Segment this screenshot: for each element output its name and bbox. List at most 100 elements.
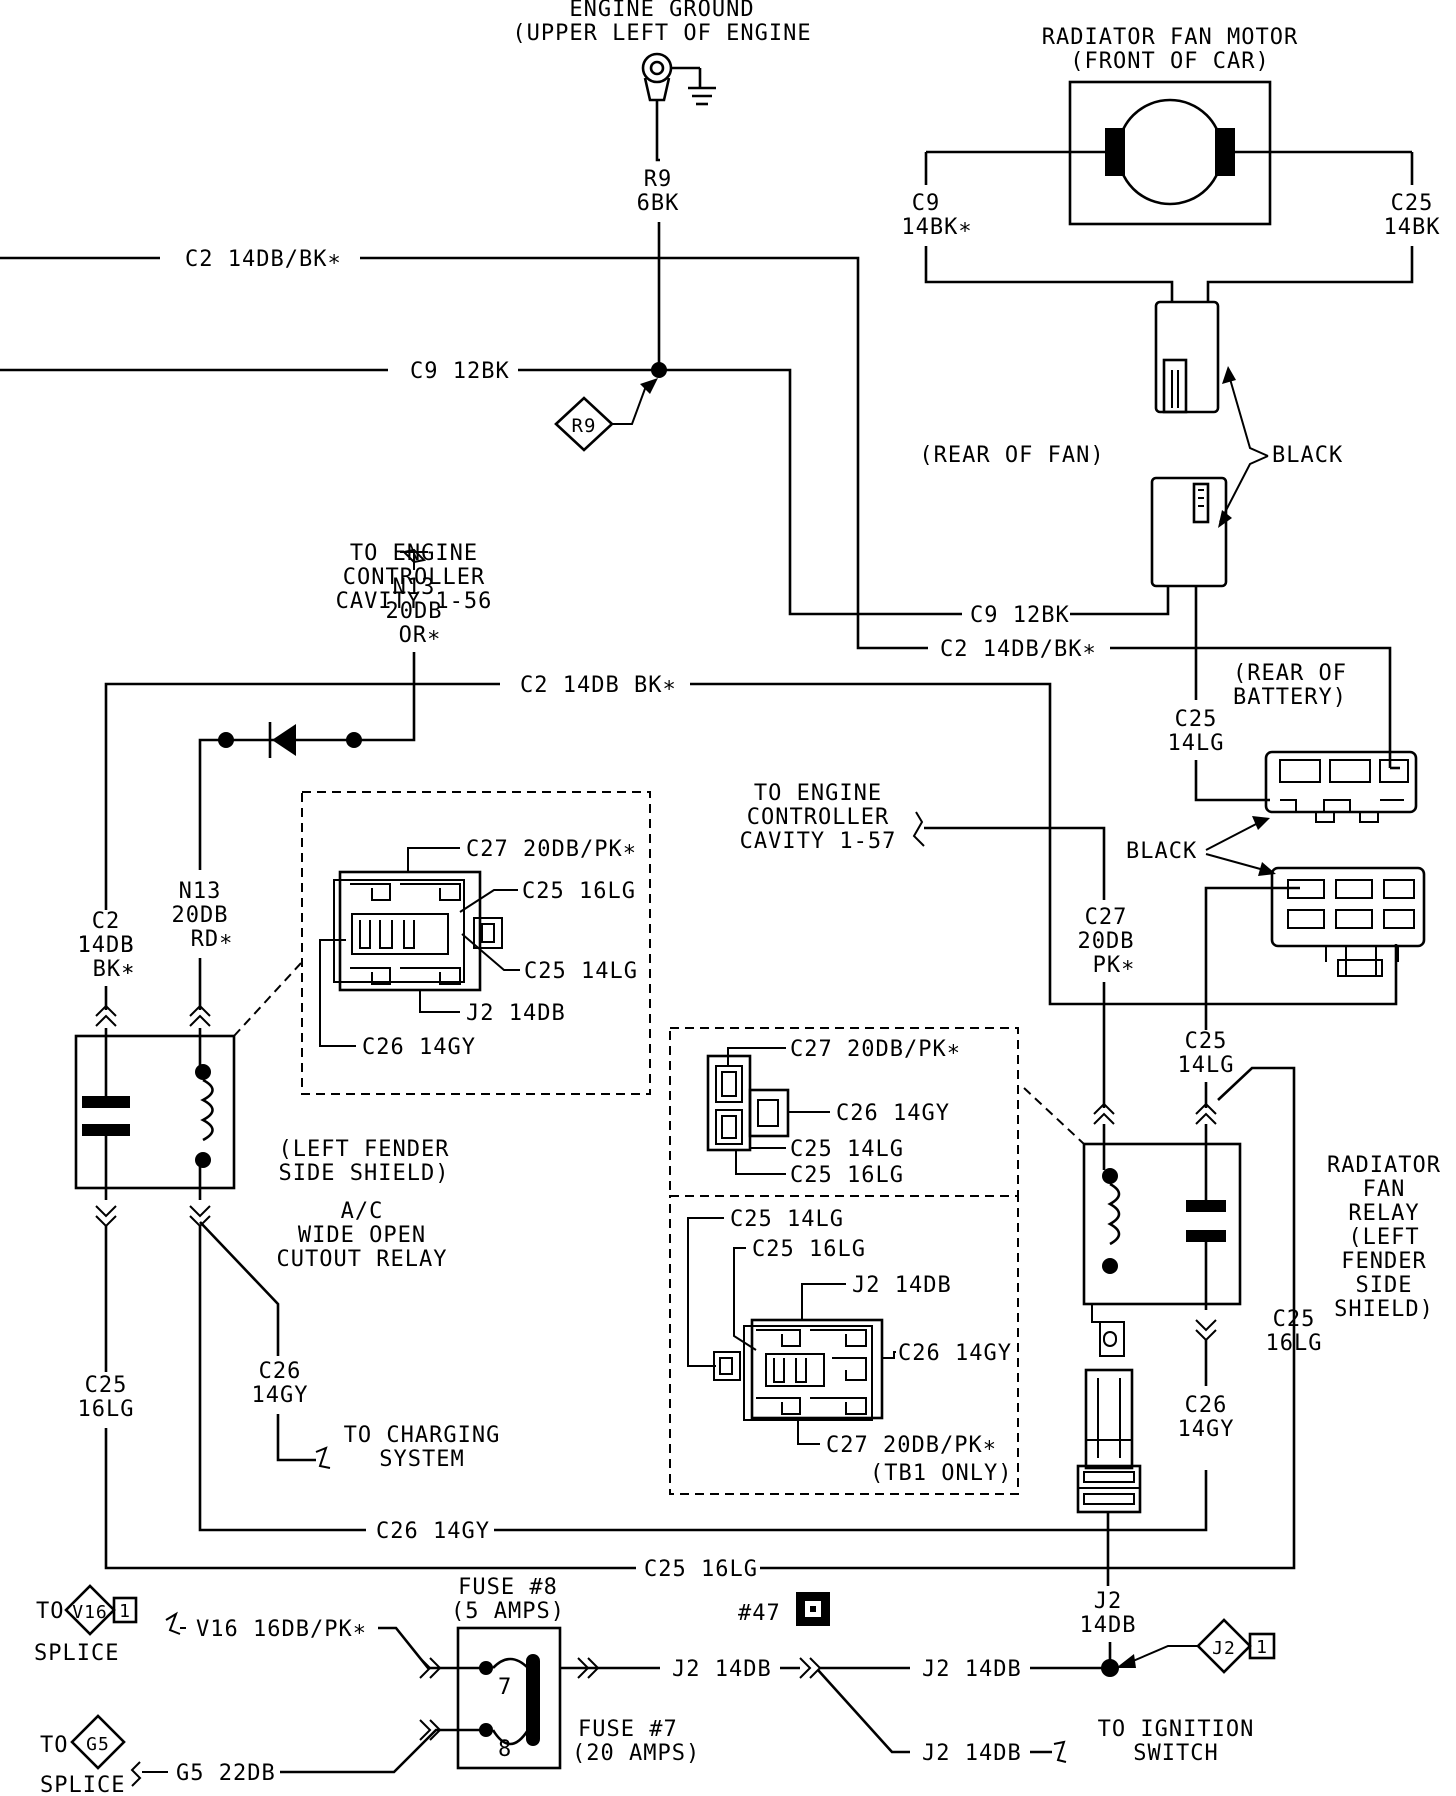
v16-diamond-label: V16: [72, 1602, 108, 1623]
fan-relay-label-3: RELAY: [1348, 1201, 1419, 1226]
wire-label-c26-bottom: C26 14GY: [376, 1519, 490, 1544]
fuse7-label: FUSE #7: [578, 1717, 678, 1742]
ac-relay-label: A/C: [341, 1199, 384, 1224]
left-fender-label: (LEFT FENDER: [279, 1137, 450, 1162]
wire-label-r9-gauge: 6BK: [637, 191, 680, 216]
wire-label-c9-motor: C9: [912, 191, 941, 216]
wire-label-c9-mid: C9 12BK: [970, 603, 1070, 628]
fan-relay-label-2: FAN: [1363, 1177, 1406, 1202]
r9-diamond-label: R9: [572, 415, 597, 437]
radiator-fan-motor: RADIATOR FAN MOTOR (FRONT OF CAR): [926, 25, 1412, 226]
wire-label-c26-right-gauge: 14GY: [1178, 1417, 1235, 1442]
ac-pin-c25-14: C25 14LG: [524, 959, 638, 984]
wire-label-c25-16lg-left: C25: [85, 1373, 128, 1398]
engine-ground: ENGINE GROUND (UPPER LEFT OF ENGINE: [512, 0, 811, 110]
battery-connector-upper: [1264, 750, 1418, 823]
wire-label-c27: C27: [1085, 905, 1128, 930]
fan-relay-label-4: (LEFT: [1348, 1225, 1419, 1250]
fan-top-pin-c26: C26 14GY: [836, 1101, 950, 1126]
wire-label-c25-16lg-left-gauge: 16LG: [78, 1397, 135, 1422]
radiator-fan-relay: [1082, 1102, 1242, 1357]
wire-label-c25-lg-gauge: 14LG: [1168, 731, 1225, 756]
fan-relay-pinout-bottom: C25 14LG C25 16LG J2 14DB C26 14GY C27 2…: [669, 1195, 1019, 1495]
j2-diamond-label: J2: [1212, 1638, 1236, 1659]
fan-relay-pinout-top: C27 20DB/PK∗ C26 14GY C25 14LG C25 16LG: [669, 1027, 1019, 1197]
wire-label-n13-rd-color: RD∗: [191, 927, 234, 952]
ac-relay-label-2: WIDE OPEN: [298, 1223, 426, 1248]
wire-label-c25-16lg-right-gauge: 16LG: [1266, 1331, 1323, 1356]
fuse-block: FUSE #8 (5 AMPS) 7 8: [419, 1575, 600, 1770]
wire-label-c25-motor: C25: [1391, 191, 1434, 216]
wire-label-c9-motor-gauge: 14BK∗: [901, 215, 972, 240]
wire-label-c2-left: C2 14DB BK∗: [520, 673, 677, 698]
wire-label-n13-or-color: OR∗: [399, 623, 442, 648]
c2-vert-label-mid: 14DB: [78, 933, 135, 958]
wire-label-c26-right: C26: [1185, 1393, 1228, 1418]
engine-ground-location: (UPPER LEFT OF ENGINE: [512, 21, 811, 46]
engine-ctrl-56-label-3: CAVITY 1-56: [336, 589, 493, 614]
fan-relay-socket-connector: [1076, 1368, 1142, 1514]
fan-relay-label: RADIATOR: [1327, 1153, 1441, 1178]
ac-relay-pinout: C27 20DB/PK∗ C25 16LG C25 14LG J2 14DB C…: [301, 791, 651, 1095]
connector-47-icon: [796, 1592, 830, 1626]
wire-label-j2-c: J2 14DB: [922, 1741, 1022, 1766]
fan-bot-tb1-note: (TB1 ONLY): [870, 1461, 1012, 1486]
g5-diamond-label: G5: [86, 1734, 110, 1755]
battery-connector-lower: [1270, 866, 1426, 977]
c2-vert-label-bot: BK∗: [93, 957, 136, 982]
rear-of-battery-label-2: BATTERY): [1233, 685, 1347, 710]
fan-top-pin-c25-16: C25 16LG: [790, 1163, 904, 1188]
ac-pin-c27: C27 20DB/PK∗: [466, 837, 637, 862]
wire-label-j2-vert: J2: [1094, 1589, 1123, 1614]
fuse8-label: FUSE #8: [458, 1575, 558, 1600]
ac-pin-j2: J2 14DB: [466, 1001, 566, 1026]
wire-label-g5: G5 22DB: [176, 1761, 276, 1786]
to-g5-label: TO: [40, 1733, 69, 1758]
fan-relay-label-6: SIDE: [1356, 1273, 1413, 1298]
fan-motor-connector: [1154, 300, 1220, 414]
wire-label-c2-mid: C2 14DB/BK∗: [940, 637, 1097, 662]
engine-ground-label: ENGINE GROUND: [569, 0, 754, 22]
ac-pin-c25-16: C25 16LG: [522, 879, 636, 904]
wire-label-c25-motor-gauge: 14BK: [1384, 215, 1441, 240]
j2-splice-diamond: J2 1: [1116, 1618, 1276, 1674]
fuse8-pin: 7: [498, 1675, 512, 1700]
fuse7-pin: 8: [498, 1737, 512, 1762]
connector-47-label: #47: [738, 1601, 781, 1626]
fan-bot-pin-c27: C27 20DB/PK∗: [826, 1433, 997, 1458]
wire-label-c2-top: C2 14DB/BK∗: [185, 247, 342, 272]
wire-label-c25-16lg-right: C25: [1273, 1307, 1316, 1332]
wire-label-c9-top: C9 12BK: [410, 359, 510, 384]
v16-splice-label: SPLICE: [34, 1641, 119, 1666]
c2-vert-label-top: C2: [92, 909, 121, 934]
wire-label-c25-lg: C25: [1175, 707, 1218, 732]
fan-bot-pin-c26: C26 14GY: [898, 1341, 1012, 1366]
wire-label-r9: R9: [644, 167, 673, 192]
fan-relay-label-5: FENDER: [1341, 1249, 1426, 1274]
black-fan-label: BLACK: [1272, 443, 1343, 468]
wire-label-c27-gauge: 20DB: [1078, 929, 1135, 954]
left-fender-label-2: SIDE SHIELD): [279, 1161, 450, 1186]
ac-pin-c26: C26 14GY: [362, 1035, 476, 1060]
wire-label-j2-a: J2 14DB: [672, 1657, 772, 1682]
black-battery-label: BLACK: [1126, 839, 1197, 864]
ac-cutout-relay: [74, 1004, 236, 1228]
engine-ctrl-57-label: TO ENGINE: [754, 781, 882, 806]
to-charging-label: TO CHARGING: [344, 1423, 501, 1448]
fan-harness-connector: [1150, 476, 1228, 588]
fan-top-pin-c25-14: C25 14LG: [790, 1137, 904, 1162]
wire-label-v16: V16 16DB/PK∗: [196, 1617, 367, 1642]
engine-ctrl-57-label-2: CONTROLLER: [747, 805, 889, 830]
wire-label-c26-left: C26: [259, 1359, 302, 1384]
fuse8-rating: (5 AMPS): [451, 1599, 565, 1624]
fan-motor-location: (FRONT OF CAR): [1070, 49, 1269, 74]
j2-num: 1: [1256, 1637, 1268, 1658]
to-charging-label-2: SYSTEM: [379, 1447, 464, 1472]
engine-ctrl-57-label-3: CAVITY 1-57: [740, 829, 897, 854]
wire-label-c27-color: PK∗: [1093, 953, 1136, 978]
fan-top-pin-c27: C27 20DB/PK∗: [790, 1037, 961, 1062]
ac-relay-label-3: CUTOUT RELAY: [277, 1247, 448, 1272]
wire-label-n13-or-gauge: 20DB: [386, 599, 443, 624]
v16-num: 1: [119, 1601, 131, 1622]
